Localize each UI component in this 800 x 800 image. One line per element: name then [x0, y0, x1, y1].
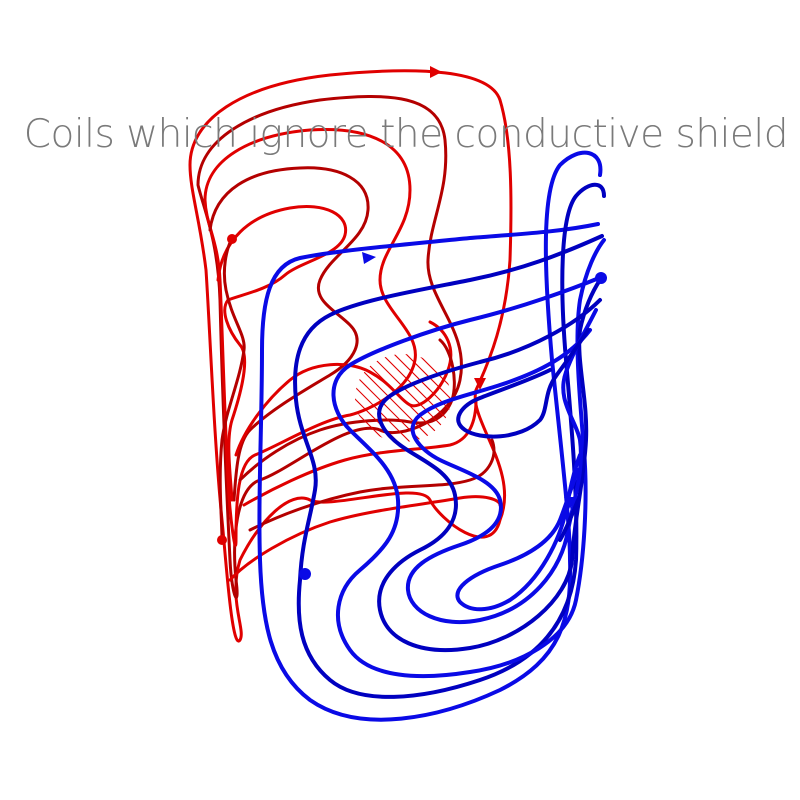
- red-coil-arrow-top: [430, 66, 442, 78]
- red-coil-loop-2: [196, 95, 463, 599]
- red-coil-loop-4: [208, 166, 370, 502]
- blue-coil-arrow-top: [362, 252, 376, 264]
- blue-coil-set: [257, 150, 607, 722]
- blue-coil-terminal-2: [299, 568, 311, 580]
- red-coil-terminal-2: [217, 535, 227, 545]
- blue-coil-loop-3: [331, 238, 606, 679]
- figure-title: Coils which ignore the conductive shield: [23, 112, 789, 157]
- red-coil-loop-5: [216, 205, 348, 502]
- red-coil-set: [188, 66, 513, 643]
- red-coil-terminal-1: [227, 234, 237, 244]
- blue-coil-loop-outer: [257, 150, 603, 722]
- blue-coil-loop-6: [456, 328, 590, 439]
- blue-coil-loop-4: [377, 278, 602, 653]
- red-coil-loop-10: [248, 438, 496, 532]
- red-coil-loop-9: [242, 398, 478, 507]
- red-coil-loop-8: [238, 338, 456, 482]
- blue-coil-terminal-1: [595, 272, 607, 284]
- blue-coil-loop-5: [405, 308, 598, 625]
- blue-coil-loop-8: [558, 498, 580, 542]
- red-coil-loop-6: [218, 236, 246, 542]
- red-coil-loop-3: [203, 127, 417, 547]
- red-coil-loop-11: [228, 495, 502, 582]
- red-coil-arrow-right: [474, 378, 486, 390]
- blue-coil-loop-7: [455, 453, 582, 612]
- blue-coil-arrow-right: [564, 497, 576, 509]
